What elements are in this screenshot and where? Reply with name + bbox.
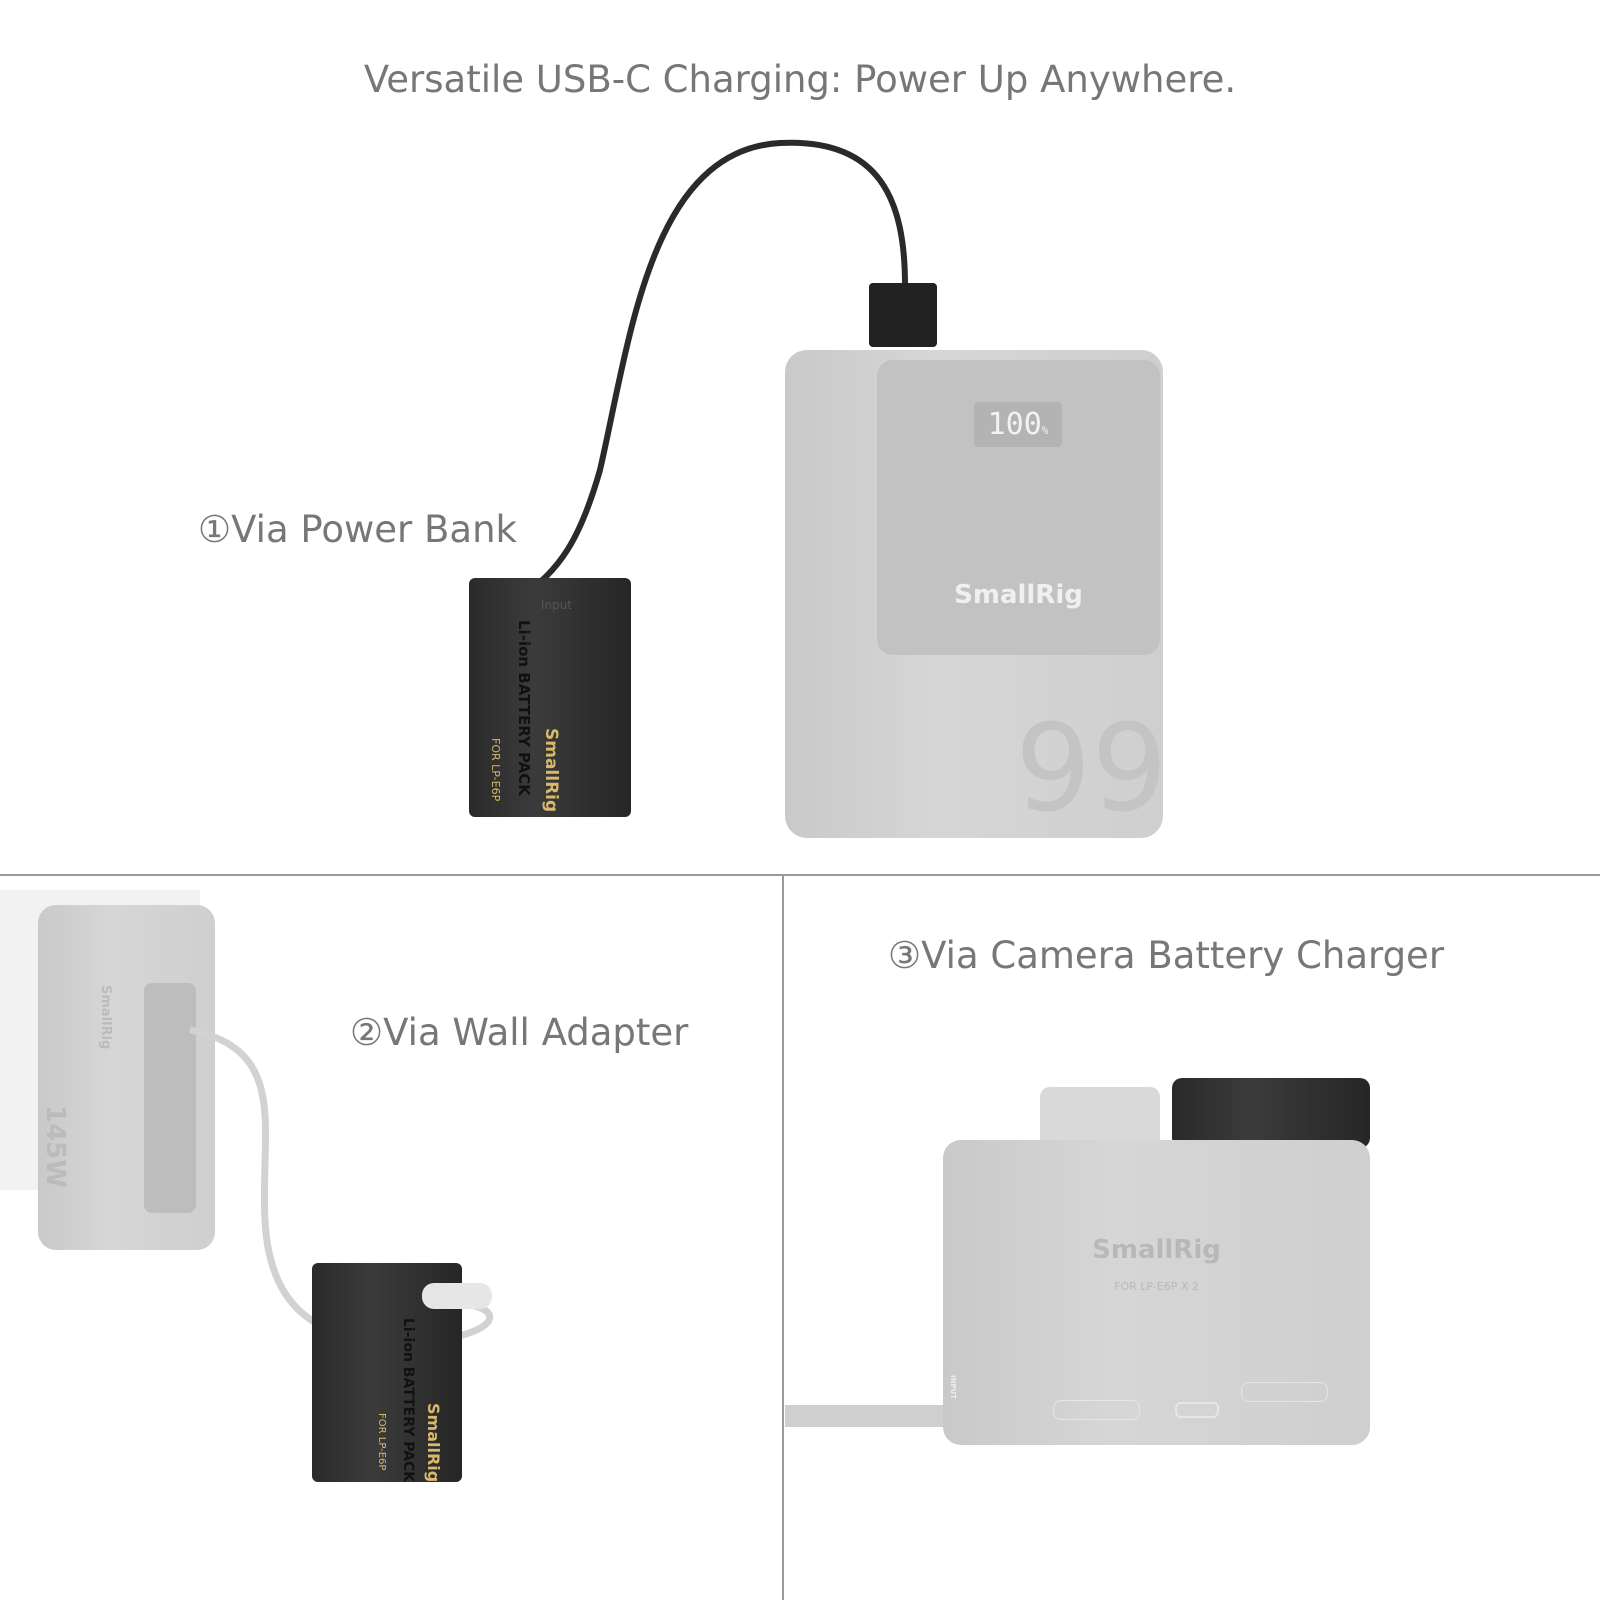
usb-c-port (1175, 1402, 1219, 1418)
method-label-wall-adapter: ②Via Wall Adapter (350, 1011, 689, 1054)
charger-input-label: INPUT (949, 1375, 957, 1400)
contacts-right (1241, 1382, 1328, 1402)
power-bank-logo: SmallRig (954, 580, 1083, 610)
usb-cable (518, 139, 908, 601)
battery-in-charger-right (1172, 1078, 1370, 1148)
divider-vertical (782, 876, 784, 1600)
wall-adapter-brand: SmallRig (98, 985, 113, 1050)
divider-horizontal (0, 874, 1600, 876)
battery-compat-text: FOR LP-E6P (376, 1413, 387, 1471)
method-label-camera-charger: ③Via Camera Battery Charger (888, 934, 1445, 977)
battery-compat-text: FOR LP-E6P (489, 738, 502, 802)
contacts-left (1053, 1400, 1140, 1420)
battery-type-text: Li-ion BATTERY PACK (515, 620, 533, 796)
usb-c-plug (422, 1283, 492, 1309)
wall-adapter-wattage: 145W (40, 1105, 70, 1188)
power-bank: 100% SmallRig 99 (785, 350, 1168, 839)
usb-port-panel (144, 983, 196, 1213)
battery-brand-logo: SmallRig (541, 728, 561, 813)
wall-adapter: SmallRig 145W (38, 905, 215, 1250)
battery-pack: Li-ion BATTERY PACK SmallRig FOR LP-E6P (312, 1263, 492, 1483)
display-value: 100 (987, 407, 1042, 442)
page-title: Versatile USB-C Charging: Power Up Anywh… (363, 58, 1237, 101)
battery-brand-logo: SmallRig (424, 1403, 443, 1483)
camera-battery-charger: SmallRig FOR LP-E6P X 2 INPUT (943, 1140, 1370, 1445)
power-bank-model: 99 (1015, 700, 1168, 839)
usb-plug (869, 283, 937, 347)
method-label-power-bank: ①Via Power Bank (198, 508, 517, 551)
battery-percent-display: 100% (974, 402, 1062, 447)
power-bank-screen-panel: 100% SmallRig (877, 360, 1160, 655)
display-unit: % (1041, 424, 1049, 437)
charger-compat-text: FOR LP-E6P X 2 (1114, 1280, 1199, 1293)
battery-type-text: Li-ion BATTERY PACK (400, 1318, 416, 1483)
input-port-label: Input (541, 598, 573, 612)
battery-pack: Input Li-ion BATTERY PACK SmallRig FOR L… (469, 578, 631, 817)
charger-cable (785, 1405, 965, 1427)
charger-brand-logo: SmallRig (1092, 1235, 1221, 1265)
wall-adapter-cable (189, 1026, 493, 1346)
